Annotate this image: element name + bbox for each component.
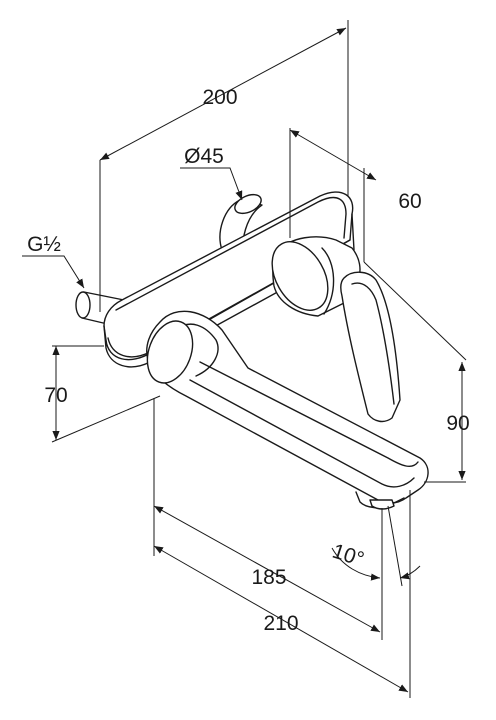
label-90: 90 <box>446 412 469 435</box>
dimension-line-60 <box>289 129 377 181</box>
label-210: 210 <box>263 612 298 635</box>
label-diameter-45: Ø45 <box>184 145 224 168</box>
label-thread: G½ <box>27 233 61 256</box>
label-200: 200 <box>202 86 237 109</box>
leader-d45 <box>180 167 243 201</box>
label-70: 70 <box>44 384 67 407</box>
angle-arc-right <box>399 565 421 580</box>
mixing-lever <box>271 236 401 423</box>
spout <box>146 310 429 510</box>
angle-reference-line <box>387 505 403 587</box>
dimension-lines <box>22 20 467 698</box>
extension-line-70-bottom <box>51 395 161 443</box>
label-185: 185 <box>251 566 286 589</box>
leader-thread <box>22 255 85 289</box>
extension-line-90-top <box>363 261 467 361</box>
dimension-labels: 200 Ø45 60 G½ 70 90 185 210 10° <box>27 86 470 635</box>
faucet-illustration <box>75 191 429 510</box>
angle-arc-left <box>331 547 381 581</box>
dimension-line-210 <box>153 545 409 693</box>
label-60: 60 <box>398 190 421 213</box>
label-angle: 10° <box>329 540 366 572</box>
dimension-line-200 <box>99 27 347 161</box>
